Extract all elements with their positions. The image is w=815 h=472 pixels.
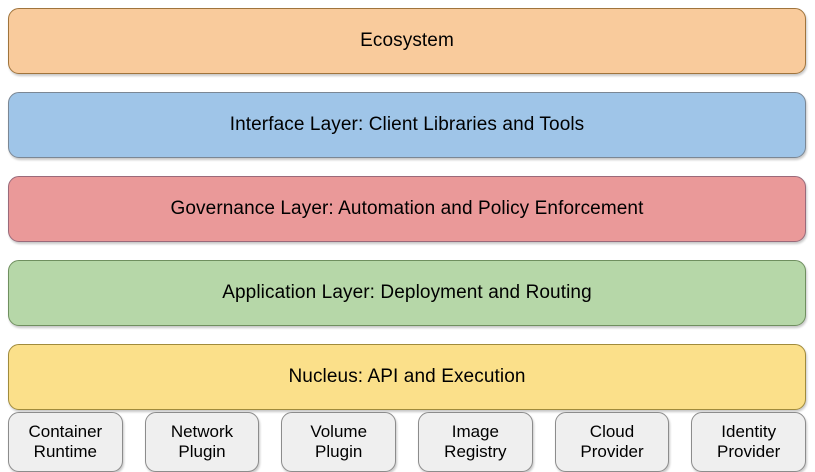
component-label-identity-provider: Identity Provider bbox=[717, 421, 781, 461]
layer-box-governance-layer[interactable]: Governance Layer: Automation and Policy … bbox=[8, 176, 806, 242]
layer-box-interface-layer[interactable]: Interface Layer: Client Libraries and To… bbox=[8, 92, 806, 158]
layer-label-interface-layer: Interface Layer: Client Libraries and To… bbox=[229, 113, 585, 135]
component-label-container-runtime: Container Runtime bbox=[28, 421, 103, 461]
layer-label-governance-layer: Governance Layer: Automation and Policy … bbox=[170, 197, 644, 219]
component-row: Container Runtime Network Plugin Volume … bbox=[8, 412, 807, 472]
component-box-network-plugin[interactable]: Network Plugin bbox=[144, 412, 260, 472]
layer-stack: Ecosystem Interface Layer: Client Librar… bbox=[8, 8, 806, 410]
component-label-image-registry: Image Registry bbox=[444, 421, 507, 461]
component-box-volume-plugin[interactable]: Volume Plugin bbox=[281, 412, 397, 472]
component-box-image-registry[interactable]: Image Registry bbox=[418, 412, 533, 472]
component-label-cloud-provider: Cloud Provider bbox=[580, 421, 644, 461]
component-box-identity-provider[interactable]: Identity Provider bbox=[691, 412, 807, 472]
component-label-volume-plugin: Volume Plugin bbox=[310, 421, 368, 461]
layer-box-application-layer[interactable]: Application Layer: Deployment and Routin… bbox=[8, 260, 806, 326]
component-box-container-runtime[interactable]: Container Runtime bbox=[8, 412, 123, 472]
component-label-network-plugin: Network Plugin bbox=[170, 421, 234, 461]
layer-box-nucleus-layer[interactable]: Nucleus: API and Execution bbox=[8, 344, 806, 410]
layer-label-nucleus-layer: Nucleus: API and Execution bbox=[288, 365, 526, 387]
layer-box-ecosystem[interactable]: Ecosystem bbox=[8, 8, 806, 74]
layer-label-ecosystem: Ecosystem bbox=[360, 29, 454, 51]
layer-label-application-layer: Application Layer: Deployment and Routin… bbox=[222, 281, 592, 303]
component-box-cloud-provider[interactable]: Cloud Provider bbox=[554, 412, 670, 472]
